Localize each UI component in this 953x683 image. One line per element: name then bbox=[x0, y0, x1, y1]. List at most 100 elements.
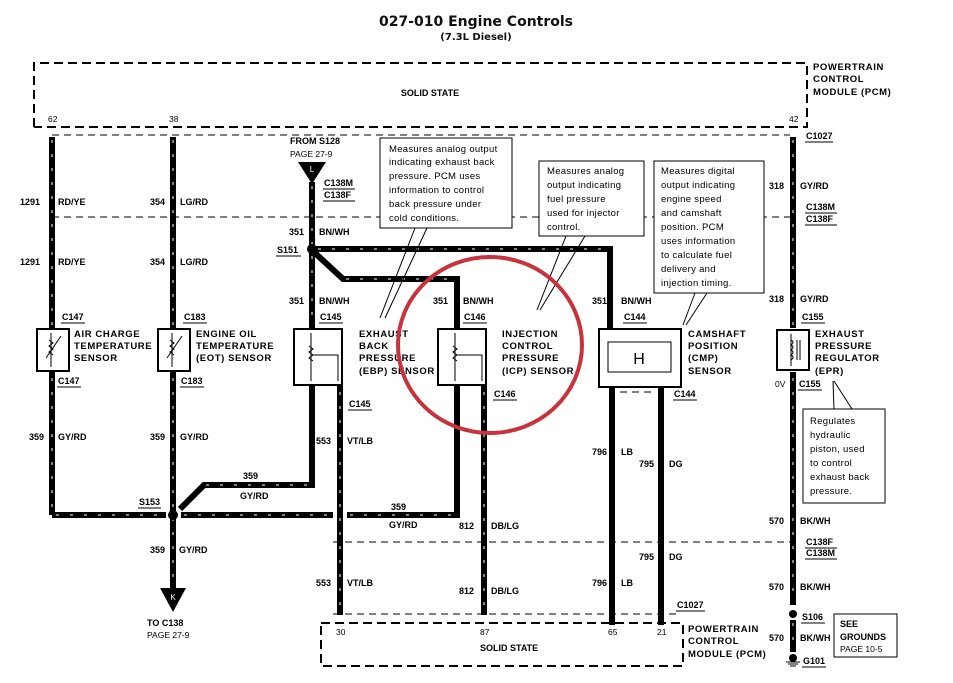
wire-795-color-2: DG bbox=[669, 552, 683, 562]
icp-note-line-5: control. bbox=[547, 222, 581, 233]
eot-label-1: ENGINE OIL bbox=[196, 329, 257, 340]
to-c138-page: PAGE 27-9 bbox=[147, 630, 190, 640]
ground-icon bbox=[786, 654, 800, 667]
wire-359-color-1: GY/RD bbox=[58, 432, 87, 442]
wire-318-circuit-2: 318 bbox=[769, 294, 784, 304]
pcm-top-label-2: CONTROL bbox=[813, 74, 864, 85]
hall-effect-symbol: H bbox=[633, 351, 645, 368]
wire-553-color-2: VT/LB bbox=[347, 578, 373, 588]
cmp-note-line-8: delivery and bbox=[661, 264, 716, 275]
g101-label: G101 bbox=[803, 656, 825, 666]
wire-812-circuit-2: 812 bbox=[459, 586, 474, 596]
wire-812-color-2: DB/LG bbox=[491, 586, 519, 596]
to-c138-arrow-icon[interactable] bbox=[160, 588, 186, 612]
from-s128-page: PAGE 27-9 bbox=[290, 149, 333, 159]
wire-359-color-2: GY/RD bbox=[180, 432, 209, 442]
icp-note-line-1: Measures analog bbox=[547, 166, 624, 177]
s151-splice bbox=[307, 244, 317, 254]
wire-351-circuit-4: 351 bbox=[592, 296, 607, 306]
wire-796-circuit-1: 796 bbox=[592, 447, 607, 457]
see-grounds-line-3: PAGE 10-5 bbox=[840, 644, 883, 654]
cmp-note-line-4: and camshaft bbox=[661, 208, 722, 219]
to-c138-symbol: K bbox=[170, 593, 176, 602]
wire-351-color-3: BN/WH bbox=[463, 296, 494, 306]
ebp-sensor[interactable] bbox=[293, 328, 343, 386]
pcm-top-label-1: POWERTRAIN bbox=[813, 62, 884, 73]
act-label-3: SENSOR bbox=[74, 353, 118, 364]
cmp-note-line-2: output indicating bbox=[661, 180, 735, 191]
eot-label-3: (EOT) SENSOR bbox=[196, 353, 272, 364]
cmp-note-line-6: uses information bbox=[661, 236, 736, 247]
wire-359-circuit-1: 359 bbox=[29, 432, 44, 442]
c138m-label-351: C138M bbox=[324, 178, 353, 188]
act-label-1: AIR CHARGE bbox=[74, 329, 140, 340]
see-grounds-line-1: SEE bbox=[840, 619, 858, 629]
wire-570-color-1: BK/WH bbox=[800, 516, 831, 526]
c144-top-label: C144 bbox=[624, 312, 646, 322]
wire-553-color-1: VT/LB bbox=[347, 436, 373, 446]
c145-bottom-label: C145 bbox=[349, 399, 371, 409]
wire-553-circuit-1: 553 bbox=[316, 436, 331, 446]
wire-359-circuit-5: 359 bbox=[150, 545, 165, 555]
wire-354-circuit-2: 354 bbox=[150, 257, 165, 267]
pcm-pin-62: 62 bbox=[48, 114, 58, 124]
epr-label-2: PRESSURE bbox=[815, 341, 872, 352]
epr-note-line-4: to control bbox=[810, 458, 852, 469]
wire-570-circuit-2: 570 bbox=[769, 582, 784, 592]
icp-note: Measures analog output indicating fuel p… bbox=[536, 160, 645, 311]
wire-318-color-1: GY/RD bbox=[800, 181, 829, 191]
c145-top-label: C145 bbox=[320, 312, 342, 322]
cmp-sensor[interactable]: H bbox=[598, 328, 682, 388]
s153-label: S153 bbox=[139, 497, 160, 507]
epr-label-1: EXHAUST bbox=[815, 329, 865, 340]
act-sensor[interactable] bbox=[36, 328, 70, 372]
ebp-label-4: (EBP) SENSOR bbox=[359, 366, 435, 377]
pcm-pin-87: 87 bbox=[480, 627, 490, 637]
wire-351-color-2: BN/WH bbox=[319, 296, 350, 306]
page-subtitle: (7.3L Diesel) bbox=[440, 32, 511, 43]
wire-1291-circuit: 1291 bbox=[20, 197, 40, 207]
see-grounds-box[interactable]: SEE GROUNDS PAGE 10-5 bbox=[833, 613, 898, 658]
from-s128-label: FROM S128 bbox=[290, 136, 340, 146]
eot-sensor[interactable] bbox=[157, 328, 191, 372]
wire-570-circuit-3: 570 bbox=[769, 633, 784, 643]
wire-812-circuit-1: 812 bbox=[459, 521, 474, 531]
wire-354-color: LG/RD bbox=[180, 197, 208, 207]
wire-318-circuit-1: 318 bbox=[769, 181, 784, 191]
cmp-note-line-1: Measures digital bbox=[661, 166, 735, 177]
cmp-note: Measures digital output indicating engin… bbox=[653, 160, 765, 326]
act-label-2: TEMPERATURE bbox=[74, 341, 152, 352]
c138f-label-318: C138F bbox=[806, 214, 834, 224]
epr-label-4: (EPR) bbox=[815, 366, 844, 377]
ebp-note-line-3: pressure. PCM uses bbox=[389, 171, 480, 182]
epr-note-line-2: hydraulic bbox=[810, 430, 851, 441]
wire-351-circuit-1: 351 bbox=[289, 227, 304, 237]
icp-sensor[interactable] bbox=[437, 328, 487, 386]
cmp-note-line-7: to calculate fuel bbox=[661, 250, 732, 261]
wire-359 bbox=[52, 395, 460, 518]
wire-570-color-2: BK/WH bbox=[800, 582, 831, 592]
epr-solenoid[interactable] bbox=[776, 329, 810, 371]
wire-354-circuit: 354 bbox=[150, 197, 165, 207]
ebp-label-1: EXHAUST bbox=[359, 329, 409, 340]
ebp-note-line-6: cold conditions. bbox=[389, 213, 459, 224]
c138f-label-570: C138F bbox=[806, 537, 834, 547]
ebp-note-line-4: information to control bbox=[389, 185, 484, 196]
from-s128-arrow-icon[interactable] bbox=[298, 162, 326, 184]
c138m-label-570: C138M bbox=[806, 548, 835, 558]
from-s128-symbol: L bbox=[310, 165, 315, 174]
c147-bottom-label: C147 bbox=[58, 376, 80, 386]
page-title: 027-010 Engine Controls bbox=[379, 14, 573, 30]
cmp-note-line-9: injection timing. bbox=[661, 278, 732, 289]
cmp-label-4: SENSOR bbox=[688, 366, 732, 377]
ebp-note-line-5: back pressure under bbox=[389, 199, 481, 210]
pcm-pin-65: 65 bbox=[608, 627, 618, 637]
pcm-bottom-module: 30 87 65 21 SOLID STATE C1027 POWERTRAIN… bbox=[320, 600, 766, 667]
wire-359-circuit-3: 359 bbox=[243, 471, 258, 481]
wire-795-color-1: DG bbox=[669, 459, 683, 469]
c138m-label-318: C138M bbox=[806, 202, 835, 212]
ebp-label-3: PRESSURE bbox=[359, 353, 416, 364]
wire-359-circuit-2: 359 bbox=[150, 432, 165, 442]
icp-label-2: CONTROL bbox=[502, 341, 553, 352]
wire-318-color-2: GY/RD bbox=[800, 294, 829, 304]
